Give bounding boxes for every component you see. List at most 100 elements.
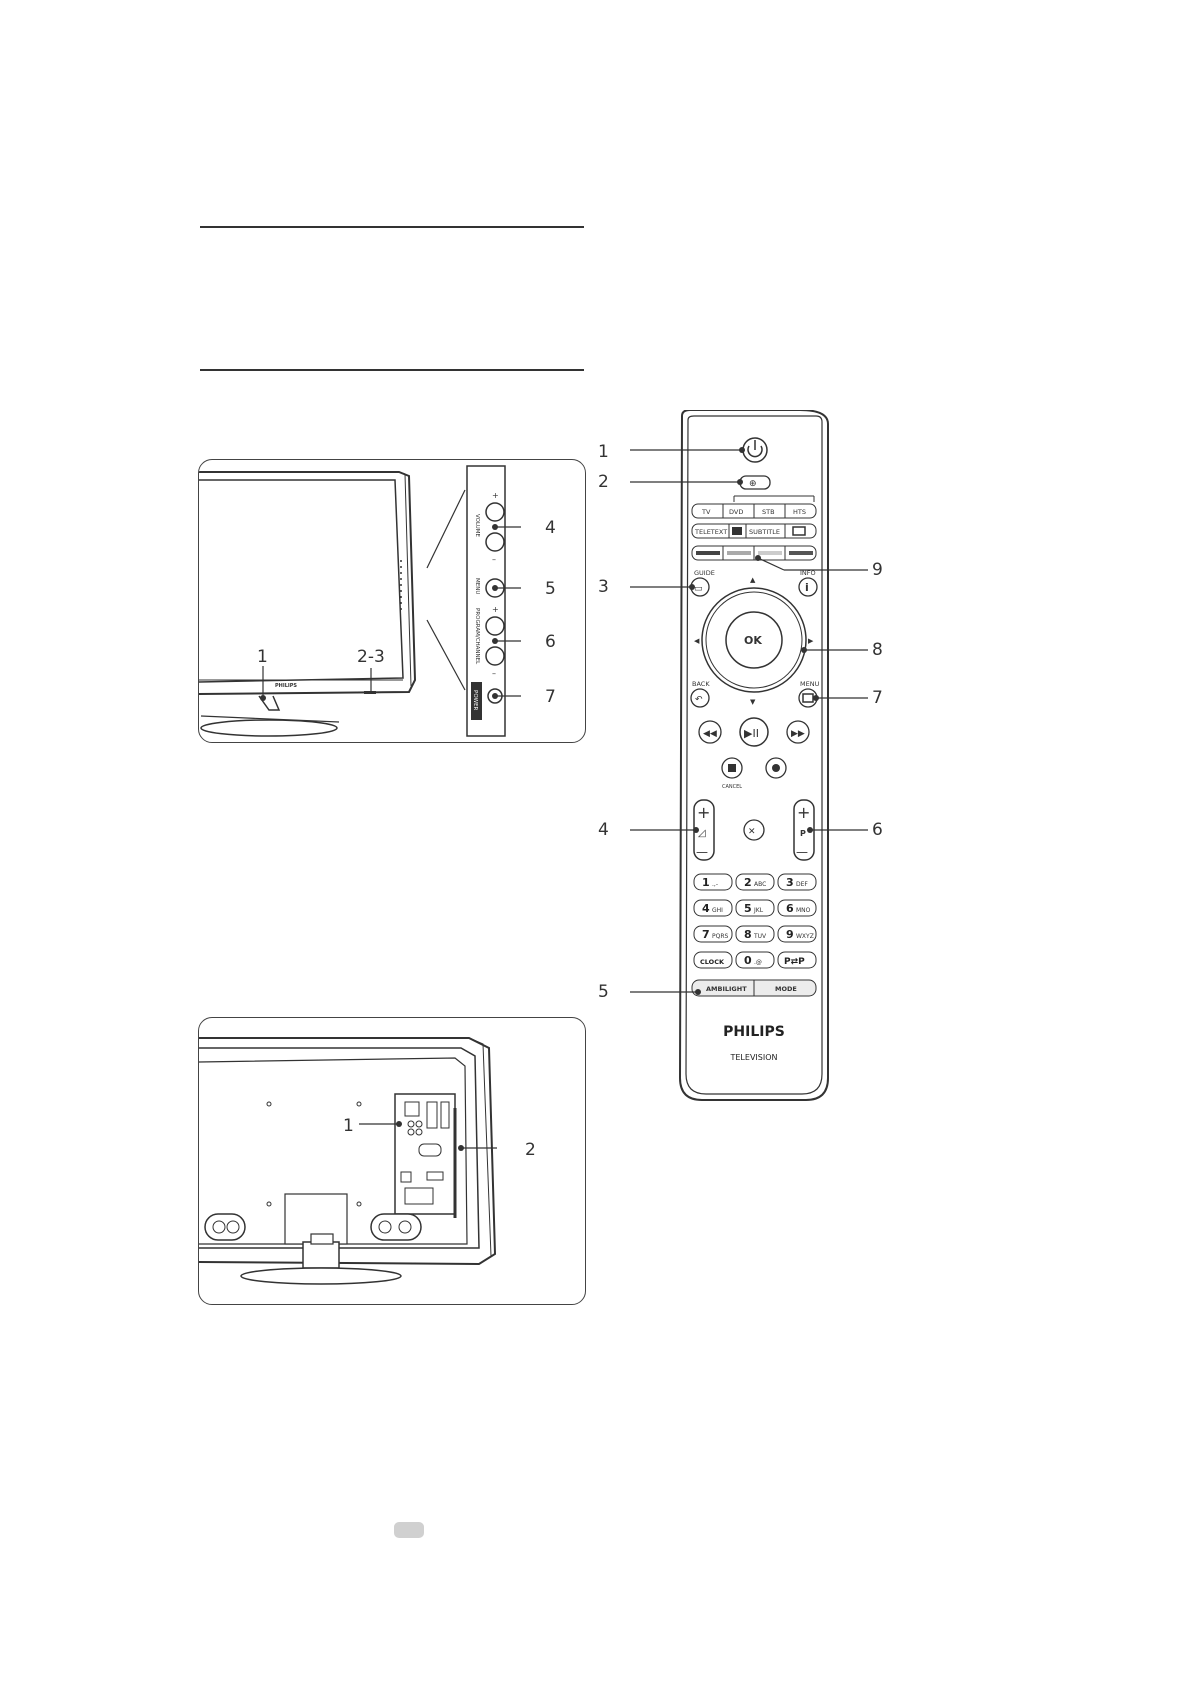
program-minus-label: – [492,669,496,678]
keypad-key-label: 0 [744,954,752,967]
stb-button[interactable]: STB [762,508,775,516]
keypad-key-label: CLOCK [700,958,725,966]
remote-callout-1: 1 [598,442,609,462]
keypad-key-letters: WXYZ [796,933,814,940]
dual-screen-icon[interactable] [732,527,742,535]
back-button[interactable] [690,688,710,708]
keypad-button[interactable] [777,951,817,969]
keypad-key-letters: JKL [753,907,764,914]
section-bottom-rule [200,369,584,371]
tv-button[interactable]: TV [701,508,711,516]
keypad-button[interactable] [735,899,775,917]
keypad-button[interactable] [735,873,775,891]
nav-right-icon[interactable]: ▶ [808,637,814,645]
keypad-key-letters: ABC [754,881,766,888]
front-brand-label: PHILIPS [275,683,297,689]
remote-brand: PHILIPS [723,1024,785,1040]
tv-back-figure: 1 2 [198,1017,586,1305]
power-panel-label: POWER [472,690,478,711]
remote-callout-6: 6 [872,820,883,840]
subtitle-button[interactable]: SUBTITLE [749,528,780,536]
keypad-button[interactable] [693,951,733,969]
nav-up-icon[interactable]: ▲ [750,576,756,584]
tv-front-drawing: PHILIPS + – + – VOLUME MENU PROGRAM/CHAN… [199,465,556,737]
front-callout-2-3: 2-3 [357,647,385,667]
keypad-button[interactable] [777,899,817,917]
hts-button[interactable]: HTS [793,508,806,516]
remote-callout-5: 5 [598,982,609,1002]
volume-minus-label: – [492,555,496,564]
program-plus-label: + [492,605,499,614]
keypad-key-label: 7 [702,928,710,941]
keypad-key-letters: GHI [712,907,723,914]
volume-plus-label: + [492,491,499,500]
remote-control-figure: ⊕ TV DVD STB HTS TELETEXT SUBTITLE GUIDE… [628,409,890,1114]
keypad-key-label: 3 [786,876,794,889]
cancel-label: CANCEL [722,784,742,790]
svg-text:▶▶: ▶▶ [791,729,805,739]
keypad-button[interactable] [693,899,733,917]
program-up-button[interactable]: + [797,803,810,822]
green-key[interactable] [727,551,751,555]
ok-button[interactable] [725,611,783,669]
keypad-button[interactable] [735,925,775,943]
keypad-key-letters: .@ [754,959,762,966]
keypad-button[interactable] [777,873,817,891]
mute-button[interactable] [743,819,765,841]
guide-label: GUIDE [694,569,715,577]
keypad-key-letters: PQRS [712,933,729,940]
back-label: BACK [692,680,710,688]
remote-callout-7: 7 [872,688,883,708]
front-callout-7: 7 [545,687,556,707]
ambilight-button[interactable]: AMBILIGHT [706,985,747,993]
remote-brand-sub: TELEVISION [729,1053,777,1062]
yellow-key[interactable] [758,551,782,555]
keypad-key-label: 1 [702,876,710,889]
svg-text:✕: ✕ [748,827,756,837]
remote-callout-2: 2 [598,472,609,492]
program-label: P [800,829,806,838]
front-callout-4: 4 [545,518,556,538]
volume-down-button[interactable]: — [696,845,708,859]
nav-down-icon[interactable]: ▼ [750,698,756,706]
remote-callout-4: 4 [598,820,609,840]
back-callout-1: 1 [343,1116,354,1136]
svg-text:↶: ↶ [695,695,703,705]
tv-back-drawing: 1 2 [199,1037,536,1285]
teletext-button[interactable]: TELETEXT [694,528,727,536]
blue-key[interactable] [789,551,813,555]
keypad-button[interactable] [777,925,817,943]
program-down-button[interactable]: — [796,845,808,859]
menu-panel-label: MENU [474,578,480,594]
play-pause-button[interactable] [739,717,769,747]
remote-callout-9: 9 [872,560,883,580]
volume-up-button[interactable]: + [697,803,710,822]
front-callout-5: 5 [545,579,556,599]
keypad-key-label: 5 [744,902,752,915]
info-button[interactable] [798,577,818,597]
rewind-button[interactable] [698,720,722,744]
front-callout-1: 1 [257,647,268,667]
format-icon[interactable] [792,526,806,536]
fast-forward-button[interactable] [786,720,810,744]
section-top-rule [200,226,584,228]
keypad-button[interactable] [693,925,733,943]
page-number-tab [394,1522,424,1538]
nav-left-icon[interactable]: ◀ [694,637,700,645]
keypad-key-label: 8 [744,928,752,941]
mode-button[interactable]: MODE [775,985,797,993]
led-indicator [364,691,376,694]
keypad-key-letters: TUV [753,933,767,940]
remote-callout-3: 3 [598,577,609,597]
keypad-button[interactable] [735,951,775,969]
svg-text:⊕: ⊕ [749,479,757,489]
keypad-button[interactable] [693,873,733,891]
remote-callout-8: 8 [872,640,883,660]
remote-drawing: ⊕ TV DVD STB HTS TELETEXT SUBTITLE GUIDE… [628,409,868,1101]
menu-label: MENU [800,680,820,688]
front-callout-6: 6 [545,632,556,652]
dvd-button[interactable]: DVD [729,508,743,516]
red-key[interactable] [696,551,720,555]
keypad-key-letters: .,- [712,881,718,888]
